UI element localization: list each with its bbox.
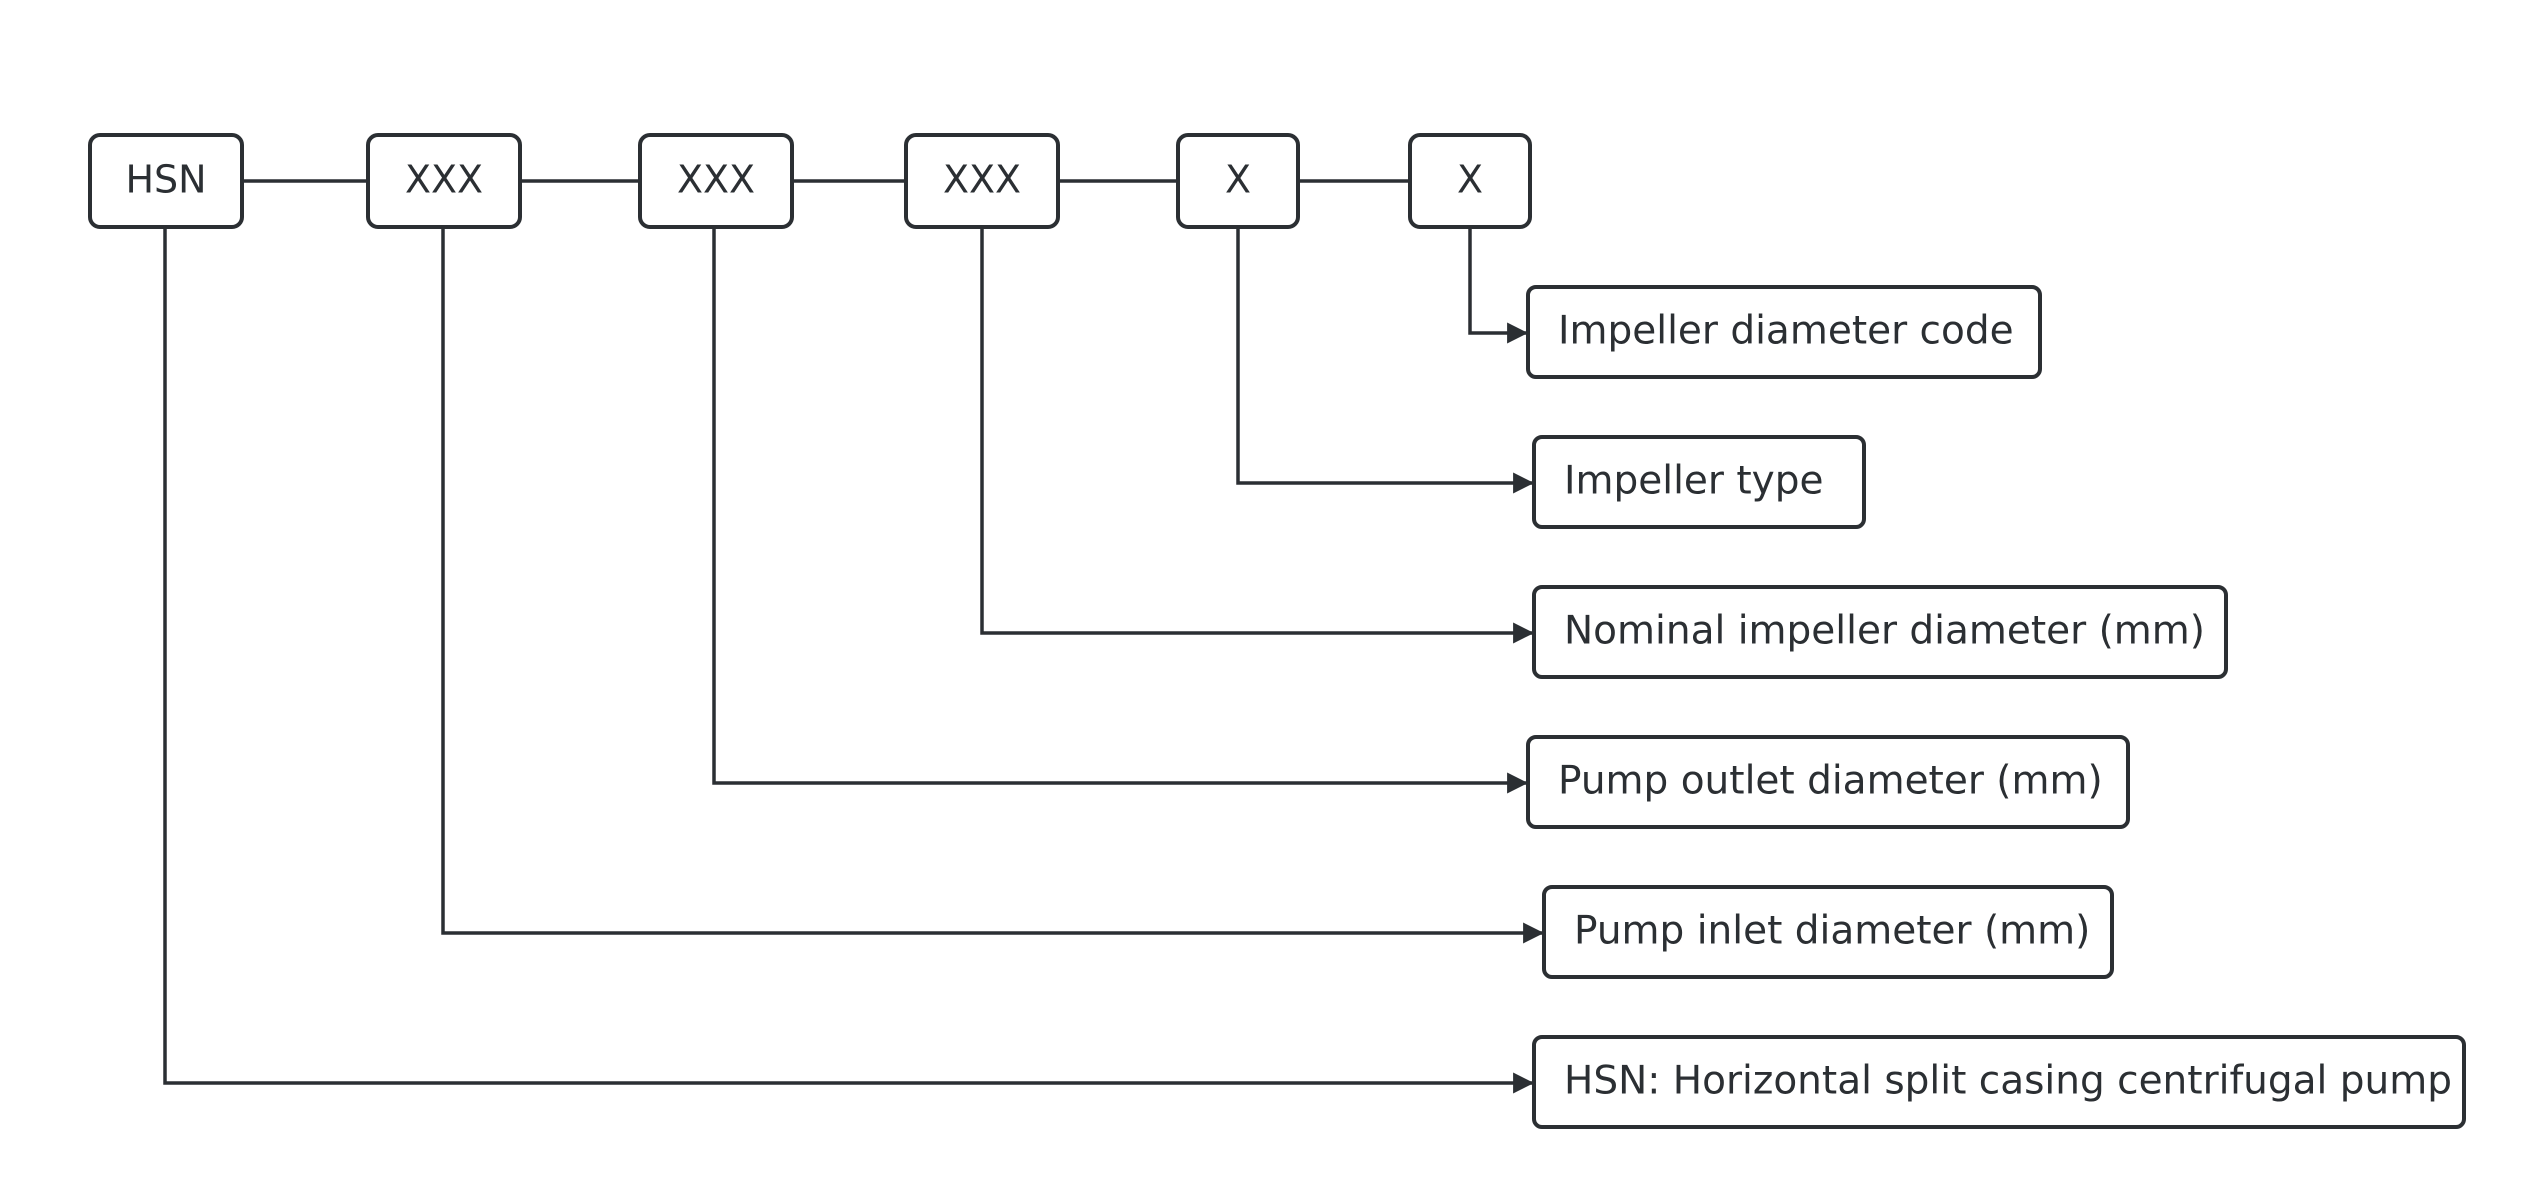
label-box-pump-inlet-diameter: Pump inlet diameter (mm) xyxy=(1542,885,2114,979)
code-box-x-1: X xyxy=(1176,133,1300,229)
label-text-impeller-diameter-code: Impeller diameter code xyxy=(1558,309,2014,354)
code-text-hsn: HSN xyxy=(125,158,206,202)
label-text-nominal-impeller-diameter: Nominal impeller diameter (mm) xyxy=(1564,609,2205,654)
leader-x2-to-impeller-diameter-code xyxy=(1468,227,1529,344)
code-box-xxx-3: XXX xyxy=(904,133,1060,229)
code-box-x-2: X xyxy=(1408,133,1532,229)
label-box-pump-outlet-diameter: Pump outlet diameter (mm) xyxy=(1526,735,2130,829)
leader-lines xyxy=(163,227,1545,1094)
label-box-impeller-diameter-code: Impeller diameter code xyxy=(1526,285,2042,379)
leader-xxx2-to-pump-outlet-diameter xyxy=(712,227,1529,794)
label-text-impeller-type: Impeller type xyxy=(1564,459,1823,504)
leader-x1-to-impeller-type xyxy=(1236,227,1535,494)
code-text-xxx-1: XXX xyxy=(405,158,483,202)
label-box-impeller-type: Impeller type xyxy=(1532,435,1866,529)
leader-hsn-to-hsn-definition xyxy=(163,227,1535,1094)
label-boxes: Impeller diameter code Impeller type Nom… xyxy=(1526,285,2466,1129)
code-text-xxx-2: XXX xyxy=(677,158,755,202)
label-text-pump-outlet-diameter: Pump outlet diameter (mm) xyxy=(1558,759,2103,804)
label-box-hsn-definition: HSN: Horizontal split casing centrifugal… xyxy=(1532,1035,2466,1129)
code-boxes: HSN XXX XXX XXX X X xyxy=(88,133,1532,229)
label-box-nominal-impeller-diameter: Nominal impeller diameter (mm) xyxy=(1532,585,2228,679)
label-text-pump-inlet-diameter: Pump inlet diameter (mm) xyxy=(1574,909,2090,954)
leader-xxx3-to-nominal-impeller-diameter xyxy=(980,227,1535,644)
code-box-xxx-1: XXX xyxy=(366,133,522,229)
code-text-x-2: X xyxy=(1457,158,1483,202)
code-text-x-1: X xyxy=(1225,158,1251,202)
leader-xxx1-to-pump-inlet-diameter xyxy=(441,227,1545,944)
code-text-xxx-3: XXX xyxy=(943,158,1021,202)
code-box-hsn: HSN xyxy=(88,133,244,229)
label-text-hsn-definition: HSN: Horizontal split casing centrifugal… xyxy=(1564,1059,2452,1104)
code-box-xxx-2: XXX xyxy=(638,133,794,229)
